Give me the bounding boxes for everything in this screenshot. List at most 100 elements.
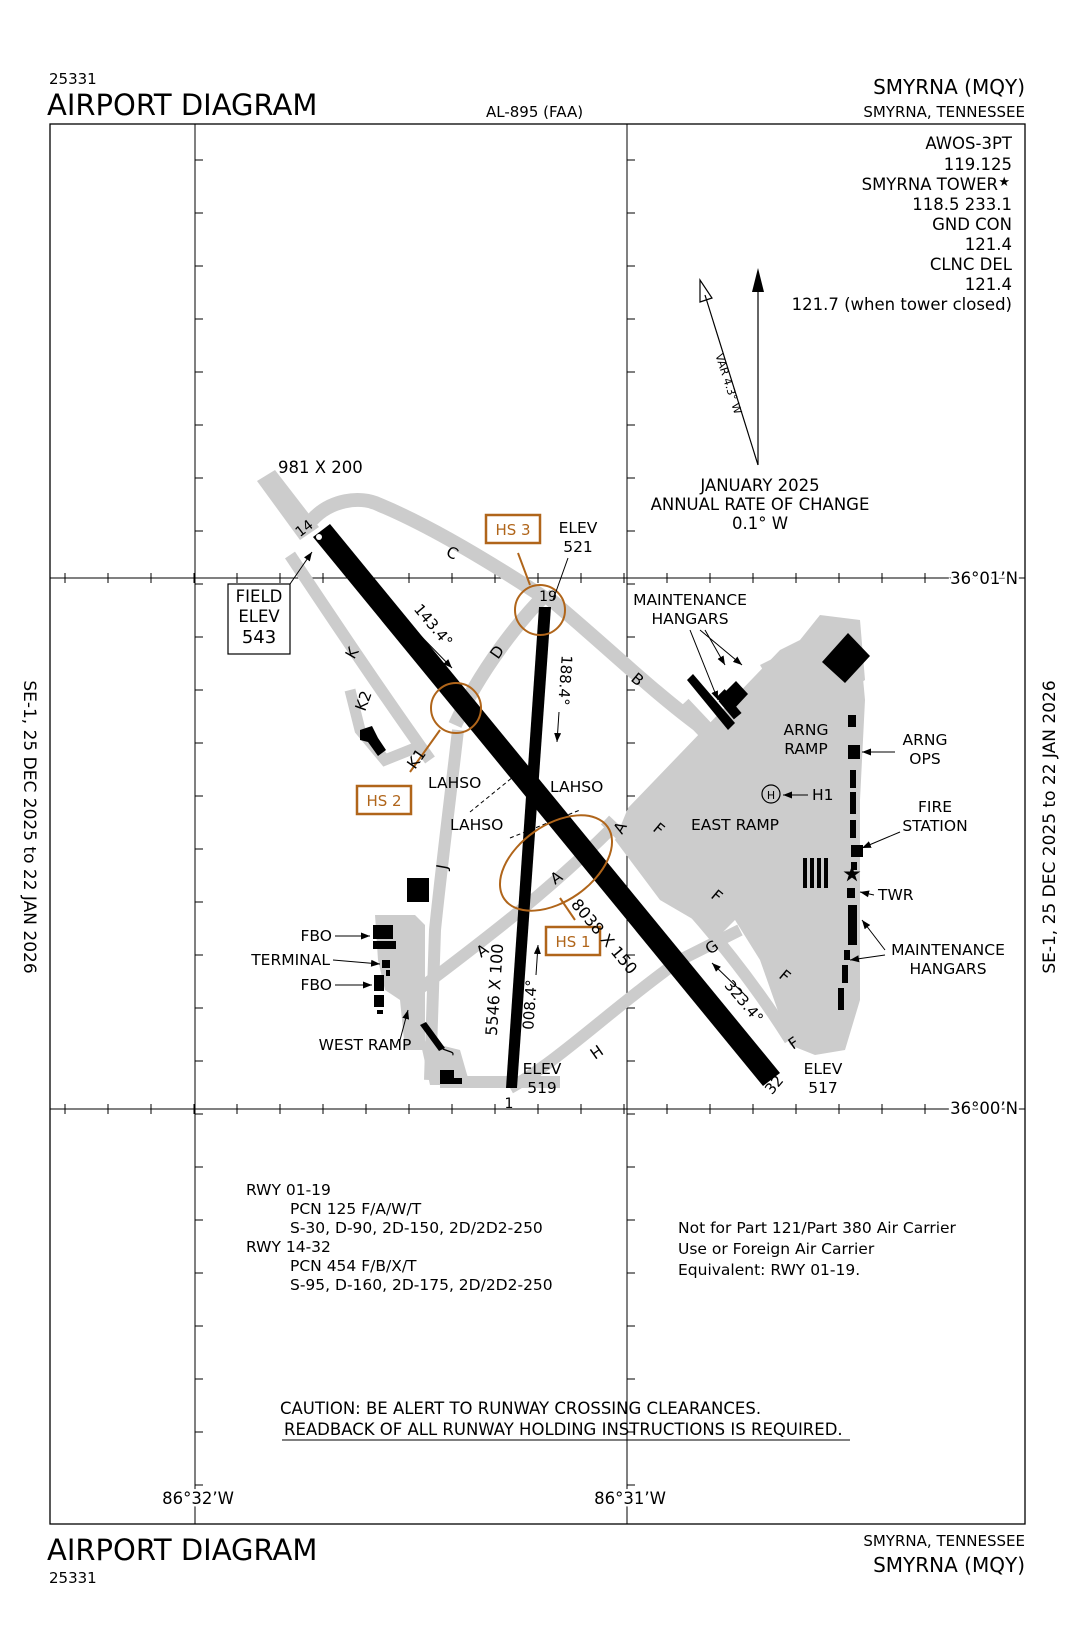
taxiway-j-label: J bbox=[440, 1047, 456, 1057]
tower-star-icon: ★ bbox=[998, 175, 1010, 190]
helipad-icon: H bbox=[761, 784, 781, 804]
arng-ramp-label: ARNG bbox=[784, 721, 829, 739]
frequency-list: AWOS-3PT 119.125 SMYRNA TOWER ★ 118.5 23… bbox=[792, 134, 1013, 314]
pavement-notes: RWY 01-19 PCN 125 F/A/W/T S-30, D-90, 2D… bbox=[246, 1181, 553, 1294]
frequency-line: 121.7 (when tower closed) bbox=[792, 295, 1012, 314]
effective-dates-right: SE-1, 25 DEC 2025 to 22 JAN 2026 bbox=[1040, 680, 1060, 973]
maintenance-hangars-label: HANGARS bbox=[651, 610, 728, 628]
field-elevation-box: FIELD ELEV 543 bbox=[227, 551, 313, 655]
caution-line: CAUTION: BE ALERT TO RUNWAY CROSSING CLE… bbox=[280, 1399, 761, 1418]
change-note: 0.1° W bbox=[732, 514, 788, 533]
latitude-top: 36°01’N bbox=[950, 569, 1018, 588]
note-line: Equivalent: RWY 01-19. bbox=[678, 1261, 860, 1279]
frequency-line: 121.4 bbox=[965, 235, 1012, 254]
lahso-label: LAHSO bbox=[550, 778, 603, 796]
chart-id: AL-895 (FAA) bbox=[486, 103, 583, 121]
frequency-line: GND CON bbox=[932, 215, 1012, 234]
tower-label: TWR bbox=[877, 886, 914, 904]
frequency-line: 119.125 bbox=[944, 155, 1012, 174]
location-top: SMYRNA, TENNESSEE bbox=[863, 103, 1025, 121]
field-elev-value: 543 bbox=[242, 627, 276, 648]
magnetic-variation: VAR 4.3° W bbox=[712, 352, 744, 416]
pavement bbox=[257, 470, 865, 1094]
arng-ops-label: OPS bbox=[909, 750, 940, 768]
lahso-lines bbox=[469, 754, 581, 839]
runway-end-1: 1 bbox=[505, 1096, 514, 1112]
arng-ramp-label: RAMP bbox=[784, 740, 827, 758]
grid-ticks bbox=[64, 159, 1012, 1486]
procedure-number-bottom: 25331 bbox=[49, 1569, 97, 1587]
rwy32-elev-label: ELEV bbox=[804, 1060, 843, 1078]
runway-01-19 bbox=[506, 607, 551, 1088]
note-line: RWY 14-32 bbox=[246, 1238, 331, 1256]
helipad-symbol: H bbox=[767, 789, 775, 802]
change-note: JANUARY 2025 bbox=[699, 476, 819, 495]
effective-dates-left: SE-1, 25 DEC 2025 to 22 JAN 2026 bbox=[19, 680, 39, 973]
caution-note: CAUTION: BE ALERT TO RUNWAY CROSSING CLE… bbox=[280, 1399, 850, 1441]
latitude-bottom: 36°00’N bbox=[950, 1099, 1018, 1118]
taxiway-k2-label: K2 bbox=[352, 688, 376, 713]
fire-station-label: STATION bbox=[902, 817, 967, 835]
frequency-line: 121.4 bbox=[965, 275, 1012, 294]
rwy1-elev-label: ELEV bbox=[523, 1060, 562, 1078]
hot-spot-label: HS 3 bbox=[495, 521, 530, 539]
runway-heading-008: 008.4° bbox=[519, 979, 540, 1031]
overrun-dimensions: 981 X 200 bbox=[278, 458, 363, 477]
frequency-line: AWOS-3PT bbox=[925, 134, 1013, 153]
west-ramp-label: WEST RAMP bbox=[319, 1036, 412, 1054]
note-line: PCN 454 F/B/X/T bbox=[290, 1257, 417, 1275]
fbo-label: FBO bbox=[301, 976, 332, 994]
note-line: Not for Part 121/Part 380 Air Carrier bbox=[678, 1219, 957, 1237]
location-bottom: SMYRNA, TENNESSEE bbox=[863, 1532, 1025, 1550]
field-elev-label: ELEV bbox=[238, 607, 280, 626]
note-line: S-95, D-160, 2D-175, 2D/2D2-250 bbox=[290, 1276, 553, 1294]
title-bottom: AIRPORT DIAGRAM bbox=[47, 1533, 317, 1567]
frequency-line: 118.5 233.1 bbox=[912, 195, 1012, 214]
fbo-label: FBO bbox=[301, 927, 332, 945]
arng-ops-label: ARNG bbox=[903, 731, 948, 749]
field-elev-label: FIELD bbox=[236, 587, 283, 606]
taxiway-j-label: J bbox=[433, 863, 452, 872]
caution-line: READBACK OF ALL RUNWAY HOLDING INSTRUCTI… bbox=[284, 1420, 843, 1439]
title-top: AIRPORT DIAGRAM bbox=[47, 88, 317, 122]
change-note: ANNUAL RATE OF CHANGE bbox=[651, 495, 870, 514]
air-carrier-note: Not for Part 121/Part 380 Air Carrier Us… bbox=[678, 1219, 957, 1279]
north-arrow-icon: VAR 4.3° W bbox=[699, 268, 764, 466]
chart-frame bbox=[49, 123, 1026, 1525]
rwy1-elev-value: 519 bbox=[527, 1079, 557, 1097]
fire-station-label: FIRE bbox=[918, 798, 952, 816]
lahso-label: LAHSO bbox=[450, 816, 503, 834]
buildings bbox=[360, 633, 870, 1084]
rwy19-elev-label: ELEV bbox=[559, 519, 598, 537]
hot-spots bbox=[355, 513, 614, 957]
taxiway-c-label: C bbox=[443, 543, 461, 564]
hot-spot-label: HS 1 bbox=[555, 933, 590, 951]
longitude-right: 86°31’W bbox=[594, 1489, 666, 1508]
runway-14-32 bbox=[313, 524, 780, 1086]
longitude-left: 86°32’W bbox=[162, 1489, 234, 1508]
terminal-label: TERMINAL bbox=[250, 951, 330, 969]
maintenance-hangars-label: MAINTENANCE bbox=[633, 591, 747, 609]
note-line: PCN 125 F/A/W/T bbox=[290, 1200, 422, 1218]
note-line: S-30, D-90, 2D-150, 2D/2D2-250 bbox=[290, 1219, 543, 1237]
rwy32-elev-value: 517 bbox=[808, 1079, 838, 1097]
note-line: RWY 01-19 bbox=[246, 1181, 331, 1199]
runway-end-19: 19 bbox=[539, 589, 557, 605]
note-line: Use or Foreign Air Carrier bbox=[678, 1240, 875, 1258]
facility-labels: MAINTENANCE HANGARS ARNG RAMP ARNG OPS H… bbox=[250, 591, 1005, 1054]
tower-star-icon: ★ bbox=[844, 864, 860, 885]
frequency-line: CLNC DEL bbox=[930, 255, 1013, 274]
procedure-number-top: 25331 bbox=[49, 70, 97, 88]
east-ramp-label: EAST RAMP bbox=[691, 816, 779, 834]
hot-spot-label: HS 2 bbox=[366, 792, 401, 810]
rwy19-elev-value: 521 bbox=[563, 538, 593, 556]
maintenance-hangars-label: HANGARS bbox=[909, 960, 986, 978]
frequency-line: SMYRNA TOWER bbox=[862, 175, 998, 194]
lahso-label: LAHSO bbox=[428, 774, 481, 792]
maintenance-hangars-label: MAINTENANCE bbox=[891, 941, 1005, 959]
airport-name-bottom: SMYRNA (MQY) bbox=[873, 1553, 1025, 1577]
runway-heading-188: 188.4° bbox=[554, 655, 575, 707]
airport-name-top: SMYRNA (MQY) bbox=[873, 75, 1025, 99]
taxiway-h-label: H bbox=[587, 1042, 607, 1063]
